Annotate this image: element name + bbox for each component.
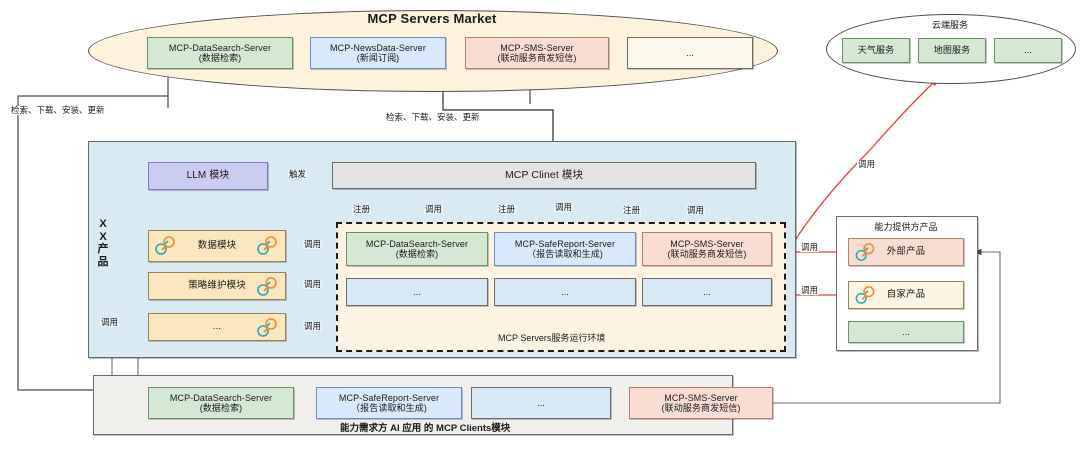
provider-item-0[interactable]: 外部产品 xyxy=(848,238,964,266)
market-server-1-name: MCP-NewsData-Server xyxy=(330,42,426,53)
product-vlabel-2: X xyxy=(99,230,107,243)
provider-item-2-name: ... xyxy=(902,326,910,337)
register-label-1: 注册 xyxy=(497,204,517,215)
mcp-client-module[interactable]: MCP Clinet 模块 xyxy=(332,162,756,189)
product-vlabel-3: 产 xyxy=(97,243,109,256)
runtime-server-1[interactable]: MCP-SafeReport-Server （报告读取和生成) xyxy=(494,232,636,266)
clients-server-3-name: MCP-SMS-Server xyxy=(664,392,738,403)
cloud-service-0-name: 天气服务 xyxy=(857,45,895,56)
plug-icon-module0-right xyxy=(257,236,277,255)
register-label-0: 注册 xyxy=(352,204,372,215)
cloud-service-1-name: 地图服务 xyxy=(933,45,971,56)
product-vlabel-4: 品 xyxy=(97,255,109,268)
register-label-2: 注册 xyxy=(622,205,642,216)
market-title: MCP Servers Market xyxy=(367,11,497,26)
call-label-module-1: 调用 xyxy=(303,279,323,290)
product-module-0-name: 数据模块 xyxy=(197,239,237,251)
market-server-1-sub: (新闻订阅) xyxy=(356,53,400,63)
clients-server-1-name: MCP-SafeReport-Server xyxy=(338,392,440,403)
provider-item-2[interactable]: ... xyxy=(848,321,964,343)
product-module-2-name: ... xyxy=(212,320,222,332)
runtime-placeholder-0-name: ... xyxy=(413,286,421,297)
clients-server-1-sub: （报告读取和生成) xyxy=(351,403,427,413)
trigger-label: 触发 xyxy=(288,169,308,180)
llm-module-label: LLM 模块 xyxy=(186,170,230,182)
market-server-0[interactable]: MCP-DataSearch-Server (数据检索) xyxy=(147,37,293,69)
call-label-module-0: 调用 xyxy=(303,239,323,250)
provider-item-0-name: 外部产品 xyxy=(886,245,926,257)
runtime-server-2-name: MCP-SMS-Server xyxy=(670,238,744,249)
call-label-cloud: 调用 xyxy=(857,159,877,170)
runtime-server-0-name: MCP-DataSearch-Server xyxy=(365,238,469,249)
runtime-placeholder-2[interactable]: ... xyxy=(642,278,772,306)
plug-icon-provider0 xyxy=(855,243,875,261)
provider-item-1-name: 自家产品 xyxy=(886,288,926,300)
cloud-service-2-name: ... xyxy=(1024,45,1032,56)
clients-server-3-sub: (联动服务商发短信) xyxy=(661,403,741,413)
call-label-provider-1: 调用 xyxy=(800,285,820,296)
call-label-module-2: 调用 xyxy=(303,321,323,332)
call-label-1: 调用 xyxy=(554,202,574,213)
cloud-title: 云端服务 xyxy=(931,20,968,30)
runtime-server-1-sub: （报告读取和生成) xyxy=(527,249,603,259)
runtime-server-1-name: MCP-SafeReport-Server xyxy=(514,238,616,249)
runtime-server-0-sub: (数据检索) xyxy=(395,249,439,259)
product-module-1-name: 策略维护模块 xyxy=(188,279,246,291)
clients-server-0-name: MCP-DataSearch-Server xyxy=(169,392,273,403)
call-label-0: 调用 xyxy=(424,204,444,215)
plug-icon-module0-left xyxy=(155,236,175,255)
provider-title: 能力提供方产品 xyxy=(874,222,938,232)
call-label-product-in: 调用 xyxy=(100,317,120,328)
product-vlabel-1: X xyxy=(99,218,107,230)
runtime-placeholder-2-name: ... xyxy=(703,286,711,297)
fetch-label-right: 检索、下载、安装、更新 xyxy=(385,112,481,123)
market-server-0-sub: (数据检索) xyxy=(198,53,242,63)
clients-server-0-sub: (数据检索) xyxy=(199,403,243,413)
product-vertical-label: X X 产 品 xyxy=(96,218,110,269)
product-module-1[interactable]: 策略维护模块 xyxy=(148,272,286,300)
clients-server-3[interactable]: MCP-SMS-Server (联动服务商发短信) xyxy=(629,387,773,419)
call-label-2: 调用 xyxy=(686,205,706,216)
cloud-service-1[interactable]: 地图服务 xyxy=(918,38,986,63)
llm-module[interactable]: LLM 模块 xyxy=(148,162,268,190)
cloud-service-0[interactable]: 天气服务 xyxy=(842,38,910,63)
market-server-0-name: MCP-DataSearch-Server xyxy=(168,42,272,53)
fetch-label-left: 检索、下载、安装、更新 xyxy=(10,105,106,116)
plug-icon-provider1 xyxy=(855,286,875,304)
market-server-1[interactable]: MCP-NewsData-Server (新闻订阅) xyxy=(310,37,446,69)
clients-server-2-name: ... xyxy=(537,397,545,408)
provider-item-1[interactable]: 自家产品 xyxy=(848,281,964,309)
mcp-client-label: MCP Clinet 模块 xyxy=(504,169,584,182)
plug-icon-module2-right xyxy=(257,318,277,337)
cloud-service-2[interactable]: ... xyxy=(994,38,1062,63)
runtime-server-0[interactable]: MCP-DataSearch-Server (数据检索) xyxy=(346,232,488,266)
call-label-provider-0: 调用 xyxy=(800,242,820,253)
runtime-placeholder-1[interactable]: ... xyxy=(494,278,636,306)
market-server-3-name: ... xyxy=(686,47,694,58)
market-server-3[interactable]: ... xyxy=(627,37,753,69)
clients-footer-label: 能力需求方 AI 应用 的 MCP Clients模块 xyxy=(340,423,511,434)
runtime-label: MCP Servers服务运行环境 xyxy=(495,331,609,344)
runtime-placeholder-0[interactable]: ... xyxy=(346,278,488,306)
clients-server-2[interactable]: ... xyxy=(471,387,611,419)
plug-icon-module1-right xyxy=(257,277,277,296)
market-server-2-name: MCP-SMS-Server xyxy=(500,42,574,53)
runtime-server-2-sub: (联动服务商发短信) xyxy=(667,249,747,259)
runtime-server-2[interactable]: MCP-SMS-Server (联动服务商发短信) xyxy=(642,232,772,266)
market-server-2-sub: (联动服务商发短信) xyxy=(497,53,577,63)
market-server-2[interactable]: MCP-SMS-Server (联动服务商发短信) xyxy=(465,37,609,69)
runtime-placeholder-1-name: ... xyxy=(561,286,569,297)
clients-server-0[interactable]: MCP-DataSearch-Server (数据检索) xyxy=(148,387,294,419)
clients-server-1[interactable]: MCP-SafeReport-Server （报告读取和生成) xyxy=(316,387,462,419)
